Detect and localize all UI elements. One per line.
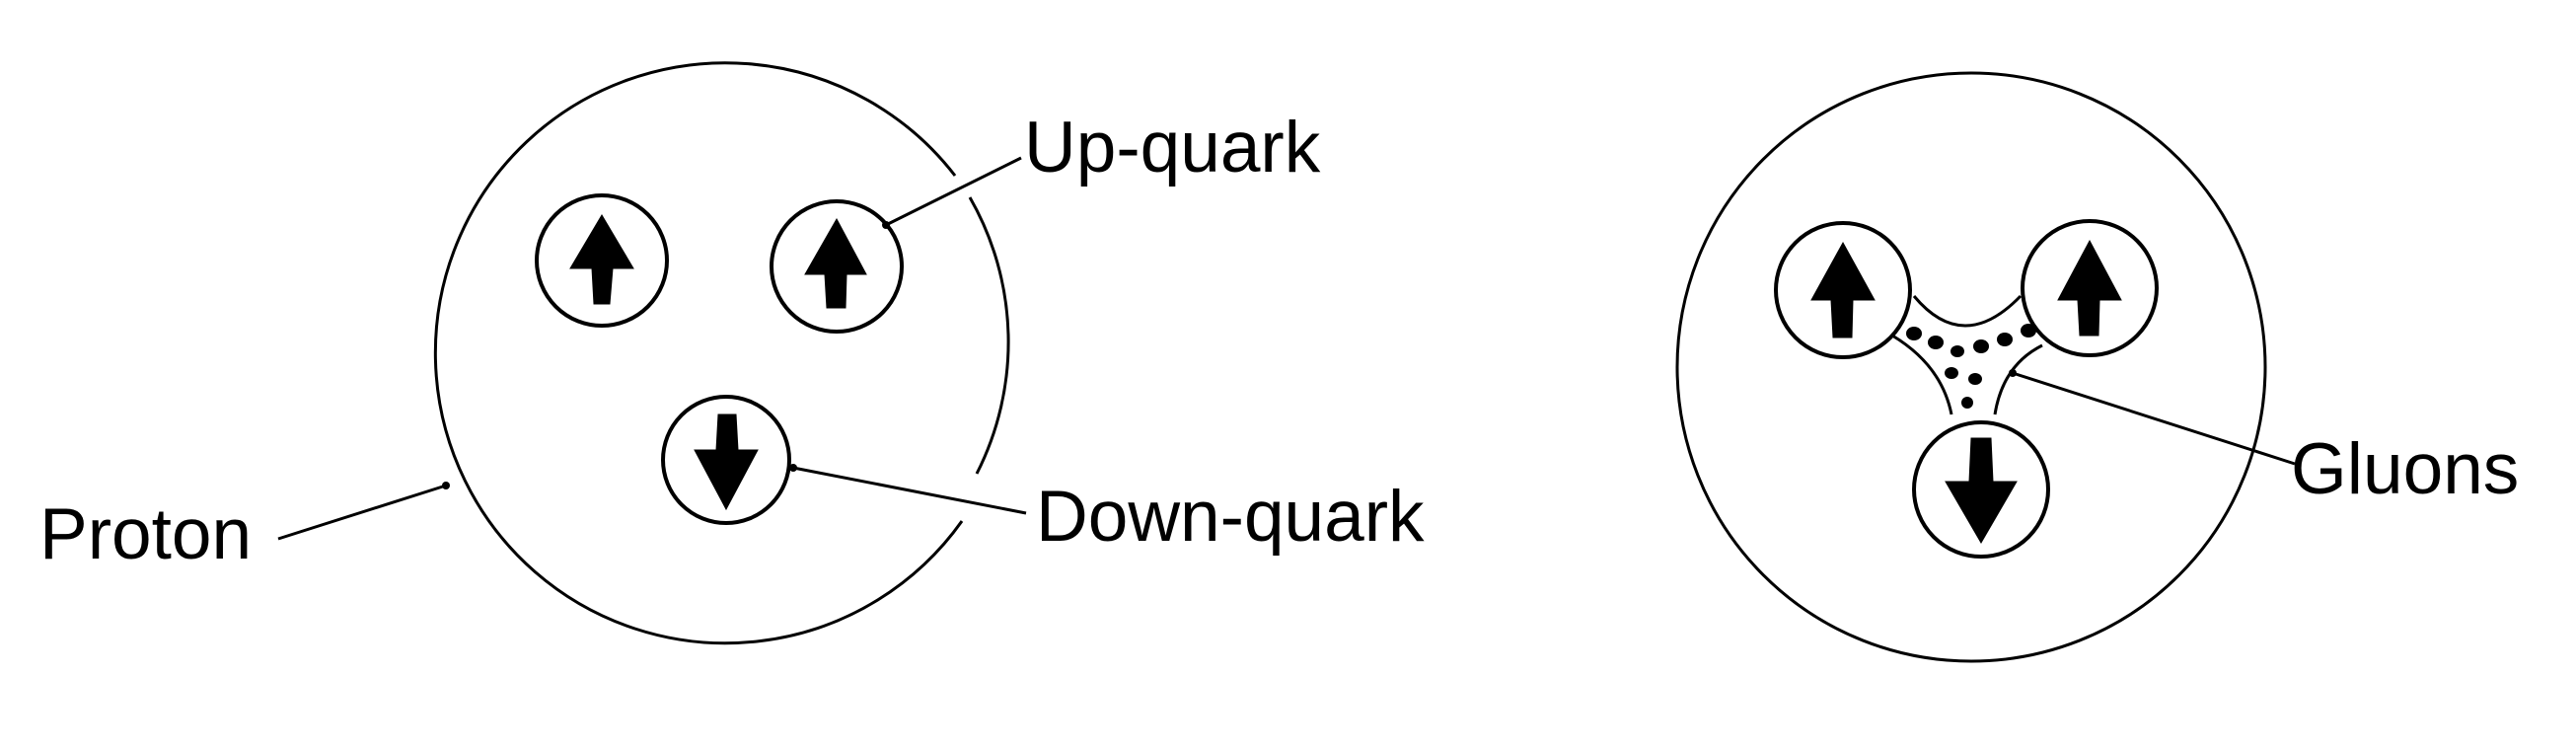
- gluon-tube-upper: [1914, 296, 2021, 326]
- gluon-dot: [1950, 345, 1964, 357]
- down-quark-leader-tip: [789, 464, 797, 472]
- up-quark-leader: [886, 158, 1021, 225]
- gluon-dot: [1945, 367, 1958, 379]
- up-quark-label: Up-quark: [1024, 108, 1321, 188]
- down-quark: [663, 397, 789, 523]
- up-quark-left: [1776, 223, 1910, 357]
- up-quark-leader-tip: [882, 221, 890, 229]
- right-proton-panel: Gluons: [1677, 73, 2519, 661]
- proton-leader-tip: [442, 482, 450, 489]
- proton-outline: [1677, 73, 2265, 661]
- gluon-dot: [1973, 339, 1989, 353]
- down-quark-label: Down-quark: [1036, 477, 1425, 557]
- proton-leader: [278, 486, 446, 539]
- gluon-tube-left: [1892, 336, 1951, 414]
- down-quark: [1914, 422, 2048, 557]
- up-quark-right: [2023, 221, 2157, 355]
- proton-outline-right-arc: [970, 197, 1008, 474]
- left-proton-panel: Up-quark Down-quark Proton: [39, 63, 1425, 643]
- proton-label: Proton: [39, 494, 252, 574]
- gluons-leader: [2013, 373, 2295, 464]
- gluon-dot: [1968, 373, 1982, 385]
- gluon-dot: [1928, 336, 1944, 349]
- up-quark-left: [537, 195, 667, 326]
- down-quark-leader: [793, 468, 1026, 513]
- gluon-dot: [1906, 327, 1922, 340]
- gluon-dot: [1961, 397, 1973, 409]
- gluons-label: Gluons: [2291, 429, 2519, 509]
- gluon-dot: [1997, 333, 2013, 346]
- gluons-leader-tip: [2009, 369, 2017, 377]
- proton-outline-left: [435, 63, 962, 643]
- up-quark-right: [772, 201, 902, 332]
